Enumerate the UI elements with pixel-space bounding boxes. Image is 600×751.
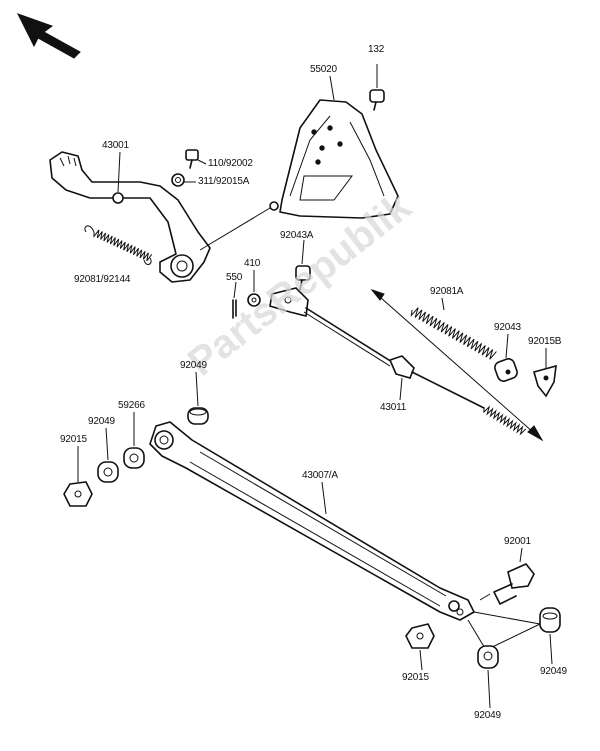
nut-left-part [63,481,93,507]
trunnion-part [494,358,518,382]
label-92043a: 92043A [280,230,314,241]
label-92081a: 92081A [430,286,464,297]
clip-part [533,364,557,398]
label-55020: 55020 [310,64,337,75]
label-92015b: 92015B [528,336,562,347]
collar-part [97,461,119,483]
label-92049-right: 92049 [540,666,567,677]
brake-lever-arm-part [149,421,541,651]
label-410: 410 [244,258,261,269]
label-92049-mid: 92049 [88,416,115,427]
pivot-nut-part [171,173,196,187]
label-92049-top: 92049 [180,360,207,371]
clevis-pin-part [295,265,311,291]
label-59266: 59266 [118,400,145,411]
lever-bolt-part [479,563,535,605]
label-92015-left: 92015 [60,434,87,445]
label-92049-bottom: 92049 [474,710,501,721]
cotter-pin-part [232,299,237,319]
label-43001: 43001 [102,140,129,151]
label-92043: 92043 [494,322,521,333]
label-43011: 43011 [380,402,407,413]
seal-part [123,447,145,469]
label-92015-bottom: 92015 [402,672,429,683]
label-311-92015a: 311/92015A [198,176,250,187]
brake-rod-part [269,287,544,442]
front-arrow-icon [16,13,81,59]
label-43007a: 43007/A [302,470,338,481]
label-550: 550 [226,272,243,283]
nut-right-part [405,623,435,649]
label-110-92002: 110/92002 [208,158,253,169]
bushing-part [187,407,209,425]
pedal-bracket-part [199,99,399,251]
bracket-bolt-part [369,64,385,111]
leader-lines [77,75,553,709]
bushing-bottom-part [477,645,499,669]
label-92081-92144: 92081/92144 [74,274,131,285]
return-spring-part [84,225,153,265]
brake-pedal-part [49,151,211,283]
label-92001: 92001 [504,536,531,547]
washer-part [247,293,261,307]
pivot-bolt-part [185,149,207,169]
bushing-right-part [539,607,561,633]
label-132: 132 [368,44,385,55]
rod-spring-part [410,307,497,360]
